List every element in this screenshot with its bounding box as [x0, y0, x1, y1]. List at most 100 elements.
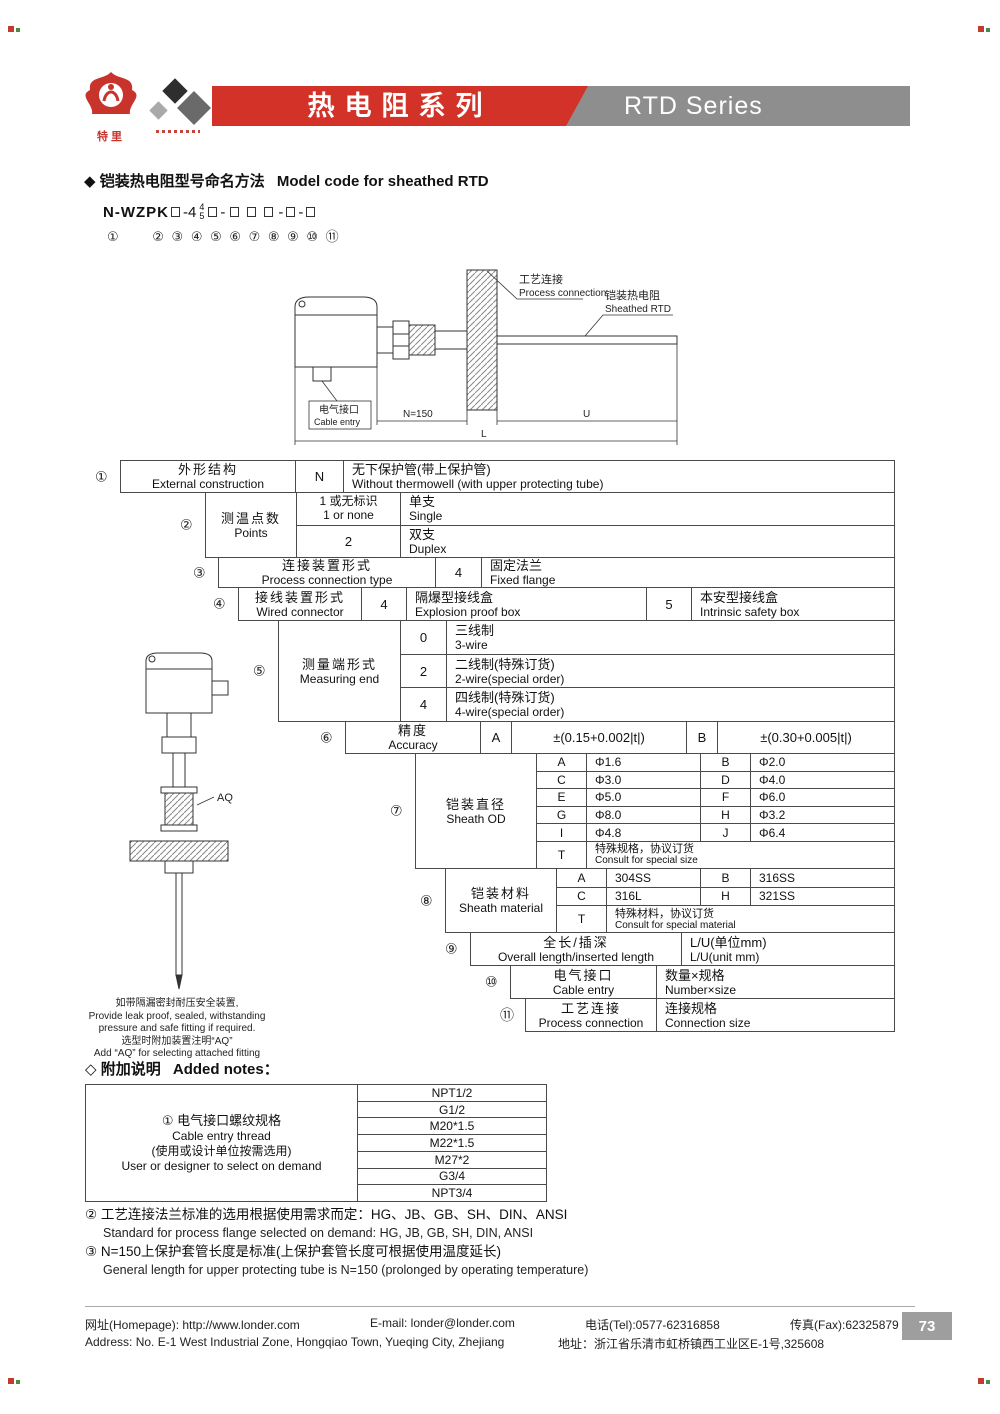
code-value: A	[557, 755, 566, 770]
spec-band-overall-length: ⑨ 全长/插深 Overall length/inserted length L…	[445, 932, 895, 966]
desc-cell: 双支 Duplex	[401, 526, 894, 558]
label-cn: 电气接口	[553, 967, 614, 983]
desc-cell: 二线制(特殊订货) 2-wire(special order)	[447, 655, 894, 688]
label-en: Wired connector	[256, 604, 344, 619]
aq-note-line: 选型时附加装置注明“AQ”	[121, 1035, 233, 1047]
rtd-assembly-drawing: 工艺连接 Process connection 铠装热电阻 Sheathed R…	[294, 269, 678, 445]
desc-en: Single	[409, 509, 443, 524]
spec-band-wired-connector: ④ 接线装置形式 Wired connector 4 隔爆型接线盒 Explos…	[213, 587, 895, 621]
band-index: ⑥	[320, 729, 333, 745]
note-en: Standard for process flange selected on …	[103, 1226, 534, 1240]
spec-band-accuracy: ⑥ 精度 Accuracy A ±(0.15+0.002|t|) B ±(0.3…	[320, 721, 895, 754]
code-dash: -	[220, 203, 226, 221]
section-title-cn: ◆ 铠装热电阻型号命名方法	[84, 173, 265, 190]
code-box	[230, 207, 240, 217]
note-cn: ② 工艺连接法兰标准的选用根据使用需求而定：HG、JB、GB、SH、DIN、AN…	[85, 1207, 568, 1222]
band-index: ③	[193, 564, 206, 580]
section-title-en: Model code for sheathed RTD	[276, 173, 489, 190]
process-connection-label-en: Process connection	[519, 288, 606, 299]
sheathed-rtd-label-en: Sheathed RTD	[605, 304, 671, 315]
registration-mark	[978, 26, 992, 36]
desc-en: 4-wire(special order)	[455, 705, 565, 720]
desc-cell: 单支 Single	[401, 493, 894, 525]
label-cn: 铠装材料	[470, 886, 531, 901]
band-index: ①	[95, 468, 108, 484]
label-cn: 测温点数	[220, 510, 281, 526]
code-cell: G	[537, 806, 587, 824]
label-cn: 铠装直径	[445, 796, 506, 812]
code-cell: D	[701, 771, 751, 789]
value-cell: Φ6.0	[751, 789, 894, 806]
thread-label-line: Cable entry thread	[172, 1128, 271, 1143]
od-value: Φ4.0	[759, 772, 786, 787]
band-rows: 0 三线制 3-wire 2 二线制(特殊订货) 2-wire(special …	[401, 621, 894, 722]
thread-option: M20*1.5	[358, 1117, 546, 1134]
registration-mark	[8, 1378, 22, 1388]
band-index: ⑤	[253, 662, 266, 679]
label-cell: 外形结构 External construction	[121, 461, 296, 492]
code-cell: T	[557, 906, 607, 932]
material-value: 321SS	[759, 889, 796, 904]
desc-en: 3-wire	[455, 637, 488, 652]
label-en: Process connection type	[261, 573, 393, 587]
code-cell: B	[701, 754, 751, 771]
aq-note-line: Add “AQ” for selecting attached fitting	[93, 1048, 261, 1059]
code-value: 4	[454, 565, 463, 580]
brand-logo: 特里	[82, 70, 140, 144]
section-title: ◆ 铠装热电阻型号命名方法 Model code for sheathed RT…	[84, 170, 489, 191]
value-en: L/U(unit mm)	[690, 949, 760, 964]
special-cell: 特殊规格，协议订货 Consult for special size	[587, 842, 894, 868]
code-value: 0	[419, 629, 428, 645]
code-cell: I	[537, 824, 587, 841]
desc-cn: 无下保护管(带上保护管)	[352, 462, 491, 477]
cable-entry-label-cn: 电气接口	[319, 403, 359, 416]
label-cell: 测量端形式 Measuring end	[279, 621, 401, 721]
desc-cell: 三线制 3-wire	[447, 621, 894, 654]
band-row: C Φ3.0 D Φ4.0	[537, 770, 894, 789]
band-index: ⑩	[485, 973, 498, 990]
note-en: General length for upper protecting tube…	[103, 1263, 589, 1277]
material-value: 316SS	[759, 870, 796, 885]
band-row: A 304SS B 316SS	[557, 869, 894, 887]
thread-option: G1/2	[358, 1100, 546, 1118]
band-row-special: T 特殊材料，协议订货 Consult for special material	[557, 905, 894, 932]
aq-note-line: Provide leak proof, sealed, withstanding	[88, 1010, 266, 1022]
registration-mark	[8, 26, 22, 36]
cable-entry-thread-table: ① 电气接口螺纹规格 Cable entry thread (使用或设计单位按需…	[85, 1084, 547, 1202]
band-index: ④	[213, 595, 226, 612]
spec-band-cable-entry: ⑩ 电气接口 Cable entry 数量×规格 Number×size	[485, 965, 895, 999]
sheathed-rtd-label-cn: 铠装热电阻	[605, 288, 660, 302]
desc-cn: 四线制(特殊订货)	[455, 690, 555, 706]
accuracy-value: ±(0.30+0.005|t|)	[760, 730, 852, 745]
code-cell: 5	[647, 588, 692, 620]
thread-label-line: User or designer to select on demand	[121, 1158, 322, 1173]
code-cell: T	[537, 841, 587, 868]
band-row: 0 三线制 3-wire	[401, 621, 894, 654]
value-cell: 321SS	[751, 888, 894, 906]
code-cell: A	[537, 754, 587, 771]
code-box	[247, 207, 257, 217]
spec-band-sheath-od: ⑦ 铠装直径 Sheath OD A Φ1.6 B Φ2.0 C Φ3.0 D …	[390, 753, 895, 869]
spec-band-process-connection: ⑪ 工艺连接 Process connection 连接规格 Connectio…	[500, 998, 895, 1032]
value-cell: Φ8.0	[587, 806, 701, 824]
label-cell: 测温点数 Points	[206, 493, 297, 557]
code-cell: 0	[401, 621, 447, 654]
decorative-diamonds-icon	[146, 76, 220, 138]
code-value: B	[721, 870, 730, 885]
code-cell: 4	[401, 688, 447, 722]
band-row: C 316L H 321SS	[557, 886, 894, 906]
value-cell: 连接规格 Connection size	[657, 999, 894, 1031]
band-rows: A Φ1.6 B Φ2.0 C Φ3.0 D Φ4.0 E Φ5.0 F Φ6.…	[537, 754, 894, 868]
dotted-strip	[156, 130, 200, 133]
special-en: Consult for special material	[615, 919, 736, 931]
spec-band-process-connection-type: ③ 连接装置形式 Process connection type 4 固定法兰 …	[193, 557, 895, 588]
value-cell: ±(0.30+0.005|t|)	[718, 722, 894, 753]
material-value: 316L	[615, 889, 642, 904]
label-cn: 全长/插深	[543, 934, 609, 950]
label-cn: 外形结构	[177, 462, 238, 477]
od-value: Φ5.0	[595, 790, 622, 805]
code-value: H	[721, 889, 730, 904]
value-en: Connection size	[665, 1015, 751, 1030]
code-cell: A	[481, 722, 512, 753]
